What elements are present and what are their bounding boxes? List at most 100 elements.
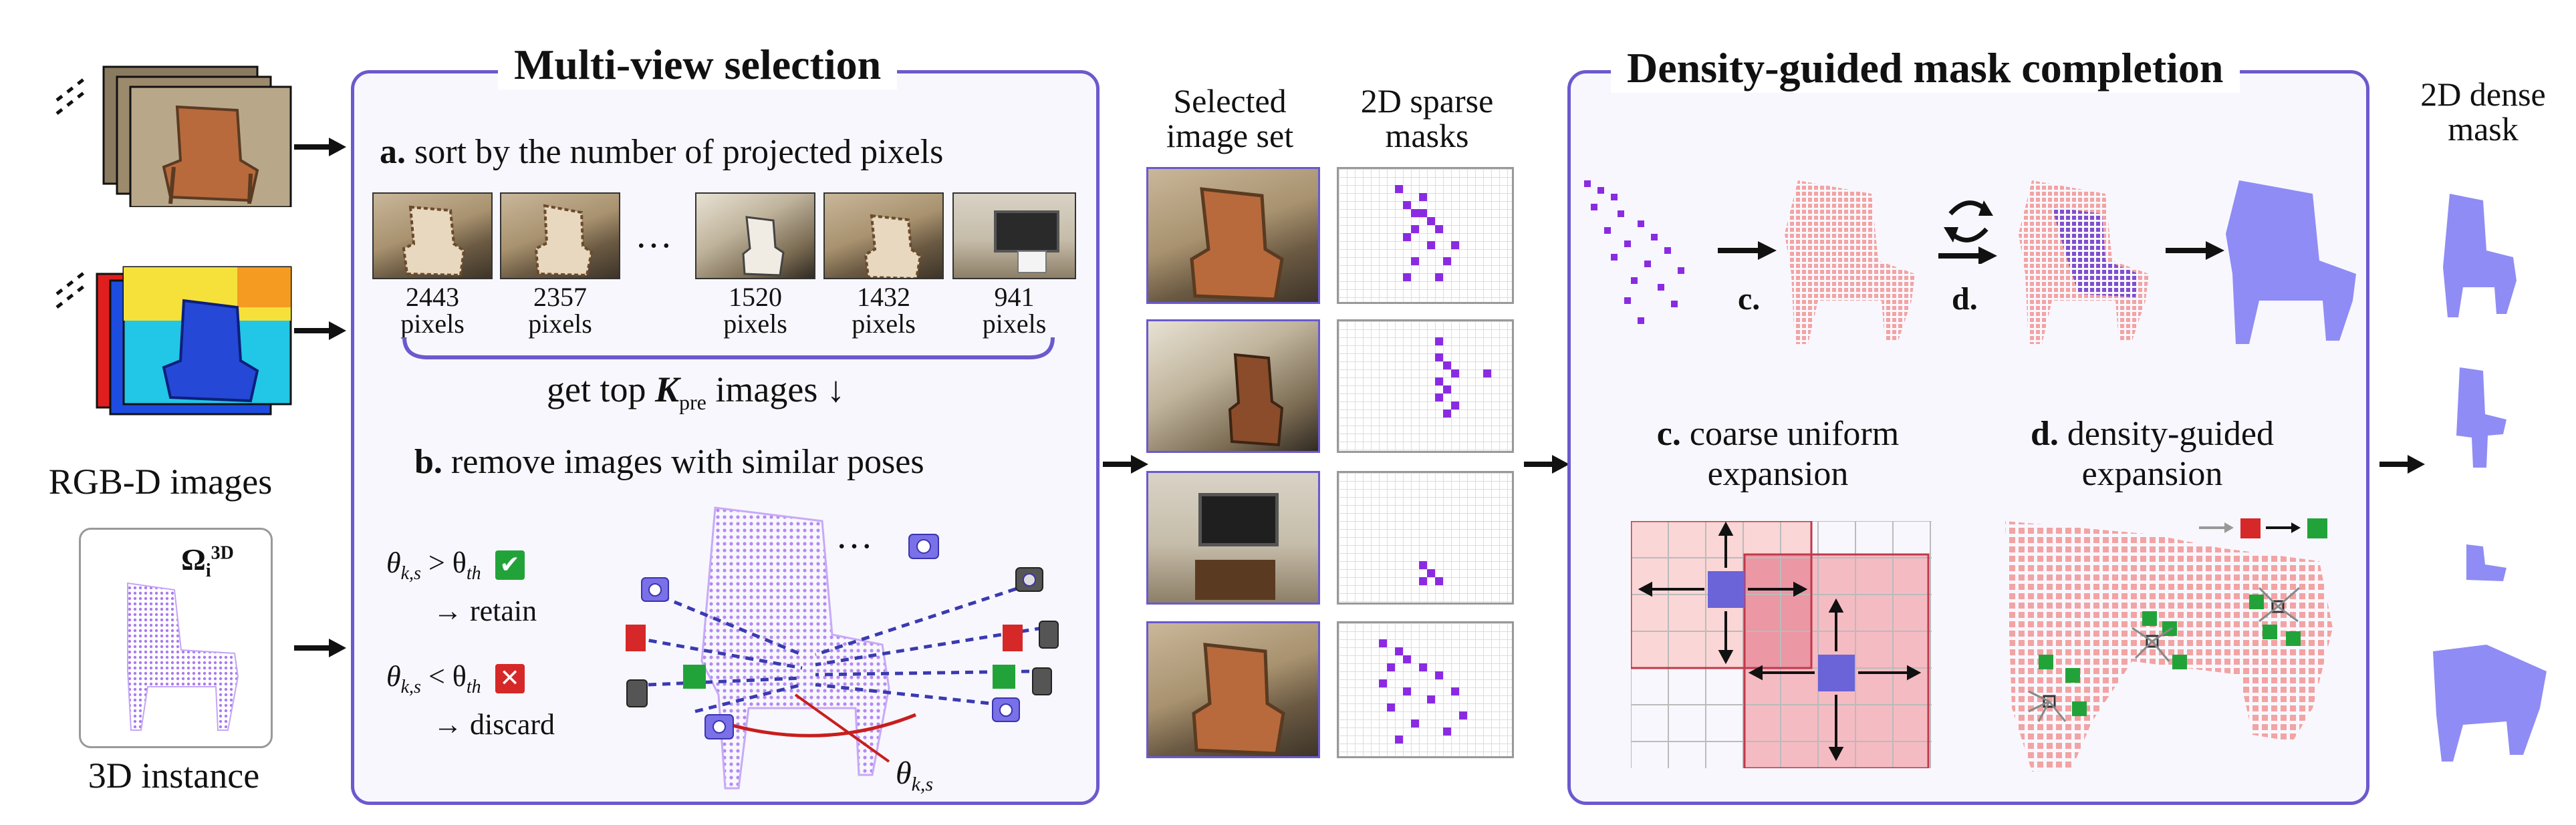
masks-line1: 2D sparse <box>1360 82 1494 120</box>
sparse-points <box>1584 180 1684 324</box>
count-2-unit: pixels <box>528 309 592 339</box>
density-expanded-cloud <box>2019 180 2149 344</box>
retain-theta: θ <box>386 546 401 579</box>
coarse-expanded-cloud <box>1785 180 1915 344</box>
step-d-line2: expansion <box>2081 455 2223 493</box>
omega-sub: i <box>205 560 211 582</box>
topk-sub: pre <box>679 389 706 414</box>
dgmc-title: Density-guided mask completion <box>1611 43 2240 93</box>
angle-label: θk,s <box>896 755 933 796</box>
retain-condition: θk,s > θth ✔ → retain <box>386 544 537 630</box>
step-c-letter: c. <box>1656 415 1681 453</box>
cross-icon: ✕ <box>495 664 525 693</box>
sorted-view-3 <box>695 192 815 279</box>
sorted-view-4 <box>823 192 944 279</box>
dense-mask-3 <box>2466 544 2506 581</box>
step-a-text: sort by the number of projected pixels <box>414 133 944 171</box>
omega-symbol: Ω <box>181 542 206 576</box>
count-4-value: 1432 <box>857 282 910 312</box>
instance-pointcloud <box>127 582 239 731</box>
count-5: 941 pixels <box>952 284 1076 337</box>
arrow-to-selected <box>1103 455 1148 474</box>
sparse-mask-4 <box>1337 621 1514 758</box>
step-d-short: d. <box>1952 281 1978 317</box>
cloud-ellipsis: … <box>835 515 873 556</box>
step-c-short: c. <box>1738 281 1761 317</box>
count-4-unit: pixels <box>852 309 916 339</box>
depth-image-stack <box>37 261 297 434</box>
step-c-caption: c. coarse uniform expansion <box>1604 414 1952 494</box>
topk-prefix: get top <box>547 369 646 409</box>
count-1: 2443 pixels <box>372 284 493 337</box>
discard-th-sub: th <box>466 676 481 697</box>
retain-action: → retain <box>433 594 537 627</box>
angle-theta: θ <box>896 756 912 791</box>
check-icon: ✔ <box>495 550 525 580</box>
step-d-line1: density-guided <box>2067 415 2274 453</box>
sparse-mask-1 <box>1337 167 1514 304</box>
depth-stack-graphic <box>55 266 292 416</box>
sorted-view-1 <box>372 192 493 279</box>
retain-th-sub: th <box>466 562 481 584</box>
mask-completion-panel <box>1567 70 2369 805</box>
arrow-depth <box>294 321 346 340</box>
step-b-letter: b. <box>414 443 442 481</box>
step-c-line1: coarse uniform <box>1689 415 1900 453</box>
sorted-view-2 <box>500 192 620 279</box>
dense-mask-2 <box>2456 367 2506 468</box>
sparse-mask-3 <box>1337 471 1514 605</box>
count-3: 1520 pixels <box>695 284 815 337</box>
discard-theta-sub: k,s <box>400 676 421 697</box>
discard-condition: θk,s < θth ✕ → discard <box>386 658 555 744</box>
topk-suffix: images ↓ <box>715 369 845 409</box>
instance-label: 3D instance <box>88 756 260 796</box>
discard-action: → discard <box>433 707 555 741</box>
arrow-rgb <box>294 138 346 156</box>
arrow-to-dense-mask <box>2379 455 2425 474</box>
step-d-caption: d. density-guided expansion <box>1978 414 2326 494</box>
dense-mask-1 <box>2443 194 2517 317</box>
retain-theta-sub: k,s <box>400 562 421 584</box>
count-5-unit: pixels <box>982 309 1047 339</box>
dense-chair-mask <box>2226 180 2356 344</box>
step-c-line2: expansion <box>1707 455 1849 493</box>
rgb-stack-graphic <box>55 65 292 208</box>
topk-caption: get top Kpre images ↓ <box>547 369 845 415</box>
omega-label: Ωi3D <box>181 542 234 582</box>
instance-box: Ωi3D <box>79 528 273 748</box>
rgb-image-stack <box>37 60 297 208</box>
arrow-instance <box>294 639 346 657</box>
selected-header: Selected image set <box>1136 84 1323 153</box>
arrow-to-completion <box>1524 455 1569 474</box>
dense-mask-4 <box>2433 645 2547 762</box>
camera-pose-diagram <box>626 506 1059 790</box>
uniform-expansion-grid <box>1631 521 1932 768</box>
step-a-letter: a. <box>380 133 406 171</box>
sorted-view-5 <box>952 192 1076 279</box>
dense-mask-header: 2D dense mask <box>2400 77 2567 146</box>
count-1-value: 2443 <box>406 282 459 312</box>
omega-sup: 3D <box>211 542 234 564</box>
count-3-unit: pixels <box>723 309 787 339</box>
count-2: 2357 pixels <box>500 284 620 337</box>
retain-op: > θ <box>420 546 467 579</box>
step-b-text: remove images with similar poses <box>450 443 924 481</box>
dense-line2: mask <box>2448 110 2519 148</box>
count-2-value: 2357 <box>533 282 587 312</box>
rgbd-label: RGB-D images <box>48 462 273 502</box>
selected-line1: Selected <box>1173 82 1287 120</box>
iterate-arrows <box>1938 200 1997 264</box>
step-a-heading: a. sort by the number of projected pixel… <box>380 132 943 172</box>
count-3-value: 1520 <box>729 282 782 312</box>
mvs-title: Multi-view selection <box>498 40 898 90</box>
discard-op: < θ <box>420 660 467 693</box>
topk-k: K <box>654 369 680 409</box>
sparse-mask-2 <box>1337 319 1514 453</box>
ellipsis-views: … <box>635 214 672 256</box>
step-b-heading: b. remove images with similar poses <box>414 442 924 482</box>
count-5-value: 941 <box>994 282 1035 312</box>
selected-image-2 <box>1146 319 1320 453</box>
selected-image-1 <box>1146 167 1320 304</box>
dense-line1: 2D dense <box>2420 75 2546 113</box>
arrow-step-c <box>1718 241 1777 260</box>
